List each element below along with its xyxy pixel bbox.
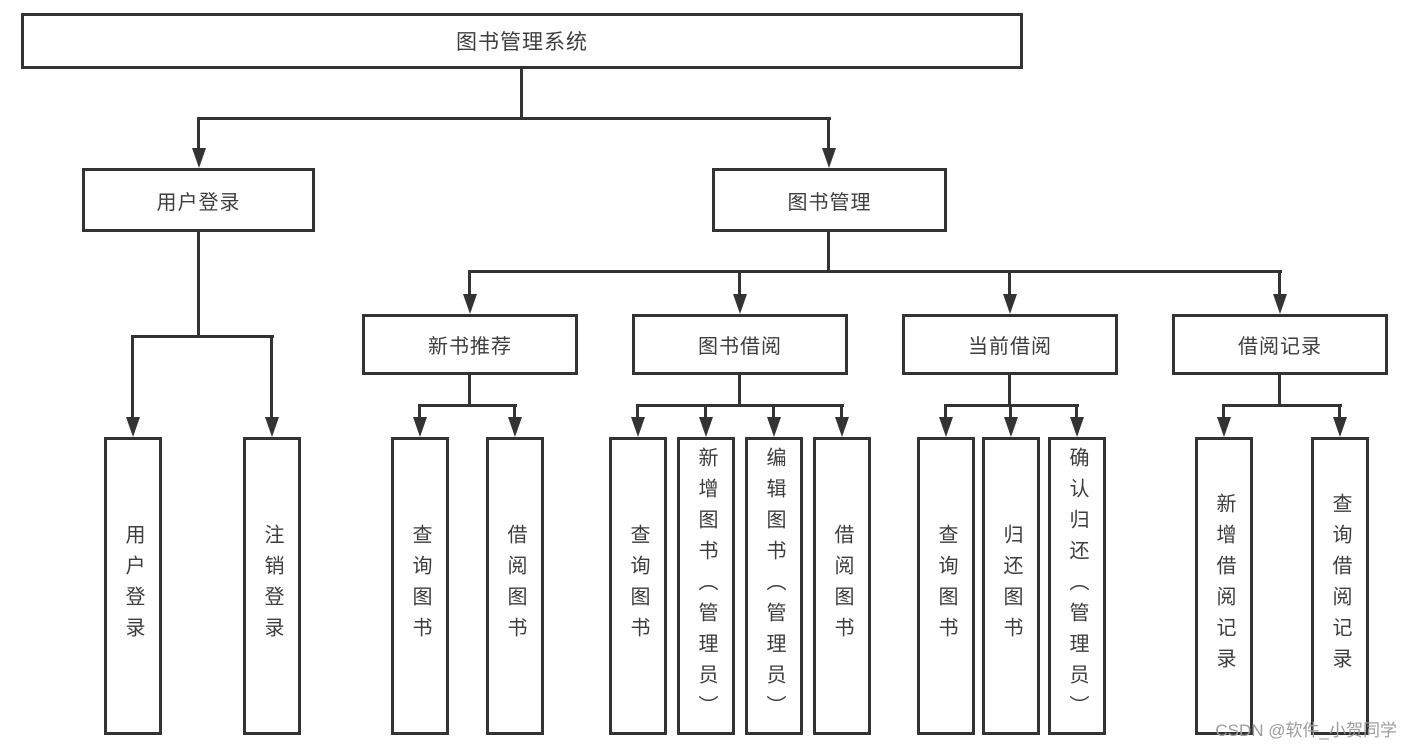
arrowhead-down-icon (126, 417, 140, 437)
node-current-borrow: 当前借阅 (902, 314, 1118, 375)
connector-line (520, 69, 523, 118)
leaf-user-login: 用户登录 (104, 437, 162, 735)
connector-line (827, 117, 830, 150)
arrowhead-down-icon (1333, 417, 1347, 437)
arrowhead-down-icon (767, 417, 781, 437)
leaf-label: 新增借阅记录 (1213, 493, 1235, 679)
leaf-borrow-books-1: 借阅图书 (486, 437, 544, 735)
leaf-query-books-2: 查询图书 (609, 437, 667, 735)
arrowhead-down-icon (1070, 417, 1084, 437)
arrowhead-down-icon (631, 417, 645, 437)
connector-line (418, 404, 421, 419)
connector-line (840, 404, 843, 419)
connector-line (197, 117, 200, 150)
leaf-label: 查询借阅记录 (1329, 493, 1351, 679)
arrowhead-down-icon (822, 148, 836, 168)
arrowhead-down-icon (835, 417, 849, 437)
arrowhead-down-icon (1217, 417, 1231, 437)
leaf-label: 新增图书（管理员） (695, 446, 717, 726)
connector-line (197, 232, 200, 336)
leaf-label: 注销登录 (261, 524, 283, 648)
leaf-add-book-admin: 新增图书（管理员） (677, 437, 735, 735)
leaf-confirm-return-admin: 确认归还（管理员） (1048, 437, 1106, 735)
leaf-edit-book-admin: 编辑图书（管理员） (745, 437, 803, 735)
connector-line (468, 270, 471, 297)
arrowhead-down-icon (508, 417, 522, 437)
connector-line (1278, 375, 1281, 406)
connector-line (1338, 404, 1341, 419)
connector-line (827, 232, 830, 272)
connector-line (468, 375, 471, 406)
arrowhead-down-icon (1003, 294, 1017, 314)
connector-line (772, 404, 775, 419)
leaf-label: 用户登录 (122, 524, 144, 648)
connector-line (944, 404, 947, 419)
connector-line (1008, 270, 1011, 297)
node-user-login: 用户登录 (82, 168, 315, 232)
arrowhead-down-icon (733, 294, 747, 314)
connector-line (270, 335, 273, 419)
arrowhead-down-icon (1273, 294, 1287, 314)
leaf-label: 归还图书 (1000, 524, 1022, 648)
leaf-label: 查询图书 (935, 524, 957, 648)
node-new-book-recommend: 新书推荐 (362, 314, 578, 375)
arrowhead-down-icon (265, 417, 279, 437)
node-book-borrow: 图书借阅 (632, 314, 848, 375)
connector-line (1075, 404, 1078, 419)
connector-line (468, 270, 1282, 273)
arrowhead-down-icon (463, 294, 477, 314)
connector-line (131, 335, 274, 338)
connector-line (131, 335, 134, 419)
connector-line (738, 375, 741, 406)
node-borrow-records: 借阅记录 (1172, 314, 1388, 375)
leaf-label: 借阅图书 (504, 524, 526, 648)
leaf-return-book: 归还图书 (982, 437, 1040, 735)
arrowhead-down-icon (192, 148, 206, 168)
arrowhead-down-icon (1004, 417, 1018, 437)
connector-line (636, 404, 639, 419)
connector-line (1222, 404, 1225, 419)
connector-line (704, 404, 707, 419)
leaf-borrow-books-2: 借阅图书 (813, 437, 871, 735)
leaf-label: 查询图书 (409, 524, 431, 648)
leaf-query-books-1: 查询图书 (391, 437, 449, 735)
leaf-logout: 注销登录 (243, 437, 301, 735)
connector-line (636, 404, 844, 407)
arrowhead-down-icon (699, 417, 713, 437)
arrowhead-down-icon (413, 417, 427, 437)
connector-line (738, 270, 741, 297)
connector-line (418, 404, 517, 407)
connector-line (1278, 270, 1281, 297)
arrowhead-down-icon (939, 417, 953, 437)
leaf-label: 查询图书 (627, 524, 649, 648)
connector-line (1009, 404, 1012, 419)
leaf-query-borrow-record: 查询借阅记录 (1311, 437, 1369, 735)
node-root: 图书管理系统 (21, 13, 1023, 69)
connector-line (1008, 375, 1011, 406)
watermark-text: CSDN @软件_小贺同学 (1215, 721, 1397, 740)
connector-line (197, 117, 831, 120)
leaf-add-borrow-record: 新增借阅记录 (1195, 437, 1253, 735)
leaf-label: 确认归还（管理员） (1066, 446, 1088, 726)
node-book-management: 图书管理 (712, 168, 947, 232)
connector-line (1222, 404, 1342, 407)
leaf-label: 编辑图书（管理员） (763, 446, 785, 726)
leaf-query-books-3: 查询图书 (917, 437, 975, 735)
connector-line (513, 404, 516, 419)
leaf-label: 借阅图书 (831, 524, 853, 648)
